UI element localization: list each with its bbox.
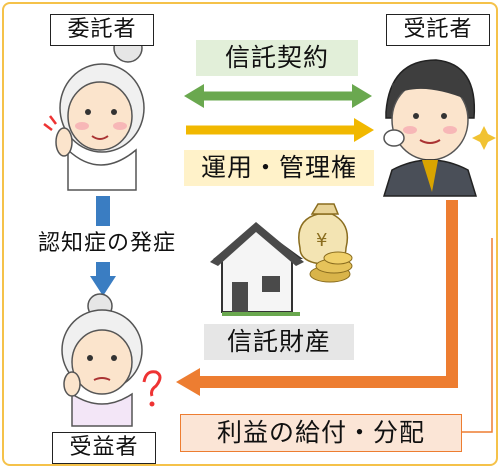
trust-property-label: 信託財産	[204, 324, 354, 360]
trust-contract-label: 信託契約	[196, 40, 358, 76]
diagram-frame	[2, 2, 498, 466]
trustee-label: 受託者	[386, 14, 490, 46]
money-bag-icon: ¥	[298, 203, 353, 283]
management-rights-label: 運用・管理権	[184, 150, 374, 186]
dementia-onset-label: 認知症の発症	[10, 226, 204, 262]
trustee-figure	[382, 59, 496, 197]
settlor-figure	[43, 33, 145, 191]
benefit-label-connector	[462, 238, 493, 433]
benefit-distribution-label: 利益の給付・分配	[180, 414, 462, 452]
management-rights-arrow	[186, 118, 374, 142]
benefit-arrow	[176, 200, 458, 396]
svg-text:¥: ¥	[316, 230, 327, 251]
settlor-label: 委託者	[50, 14, 154, 46]
trust-contract-arrow	[184, 84, 372, 108]
beneficiary-figure	[61, 293, 162, 427]
house-icon	[210, 222, 304, 316]
beneficiary-label: 受益者	[52, 432, 156, 464]
